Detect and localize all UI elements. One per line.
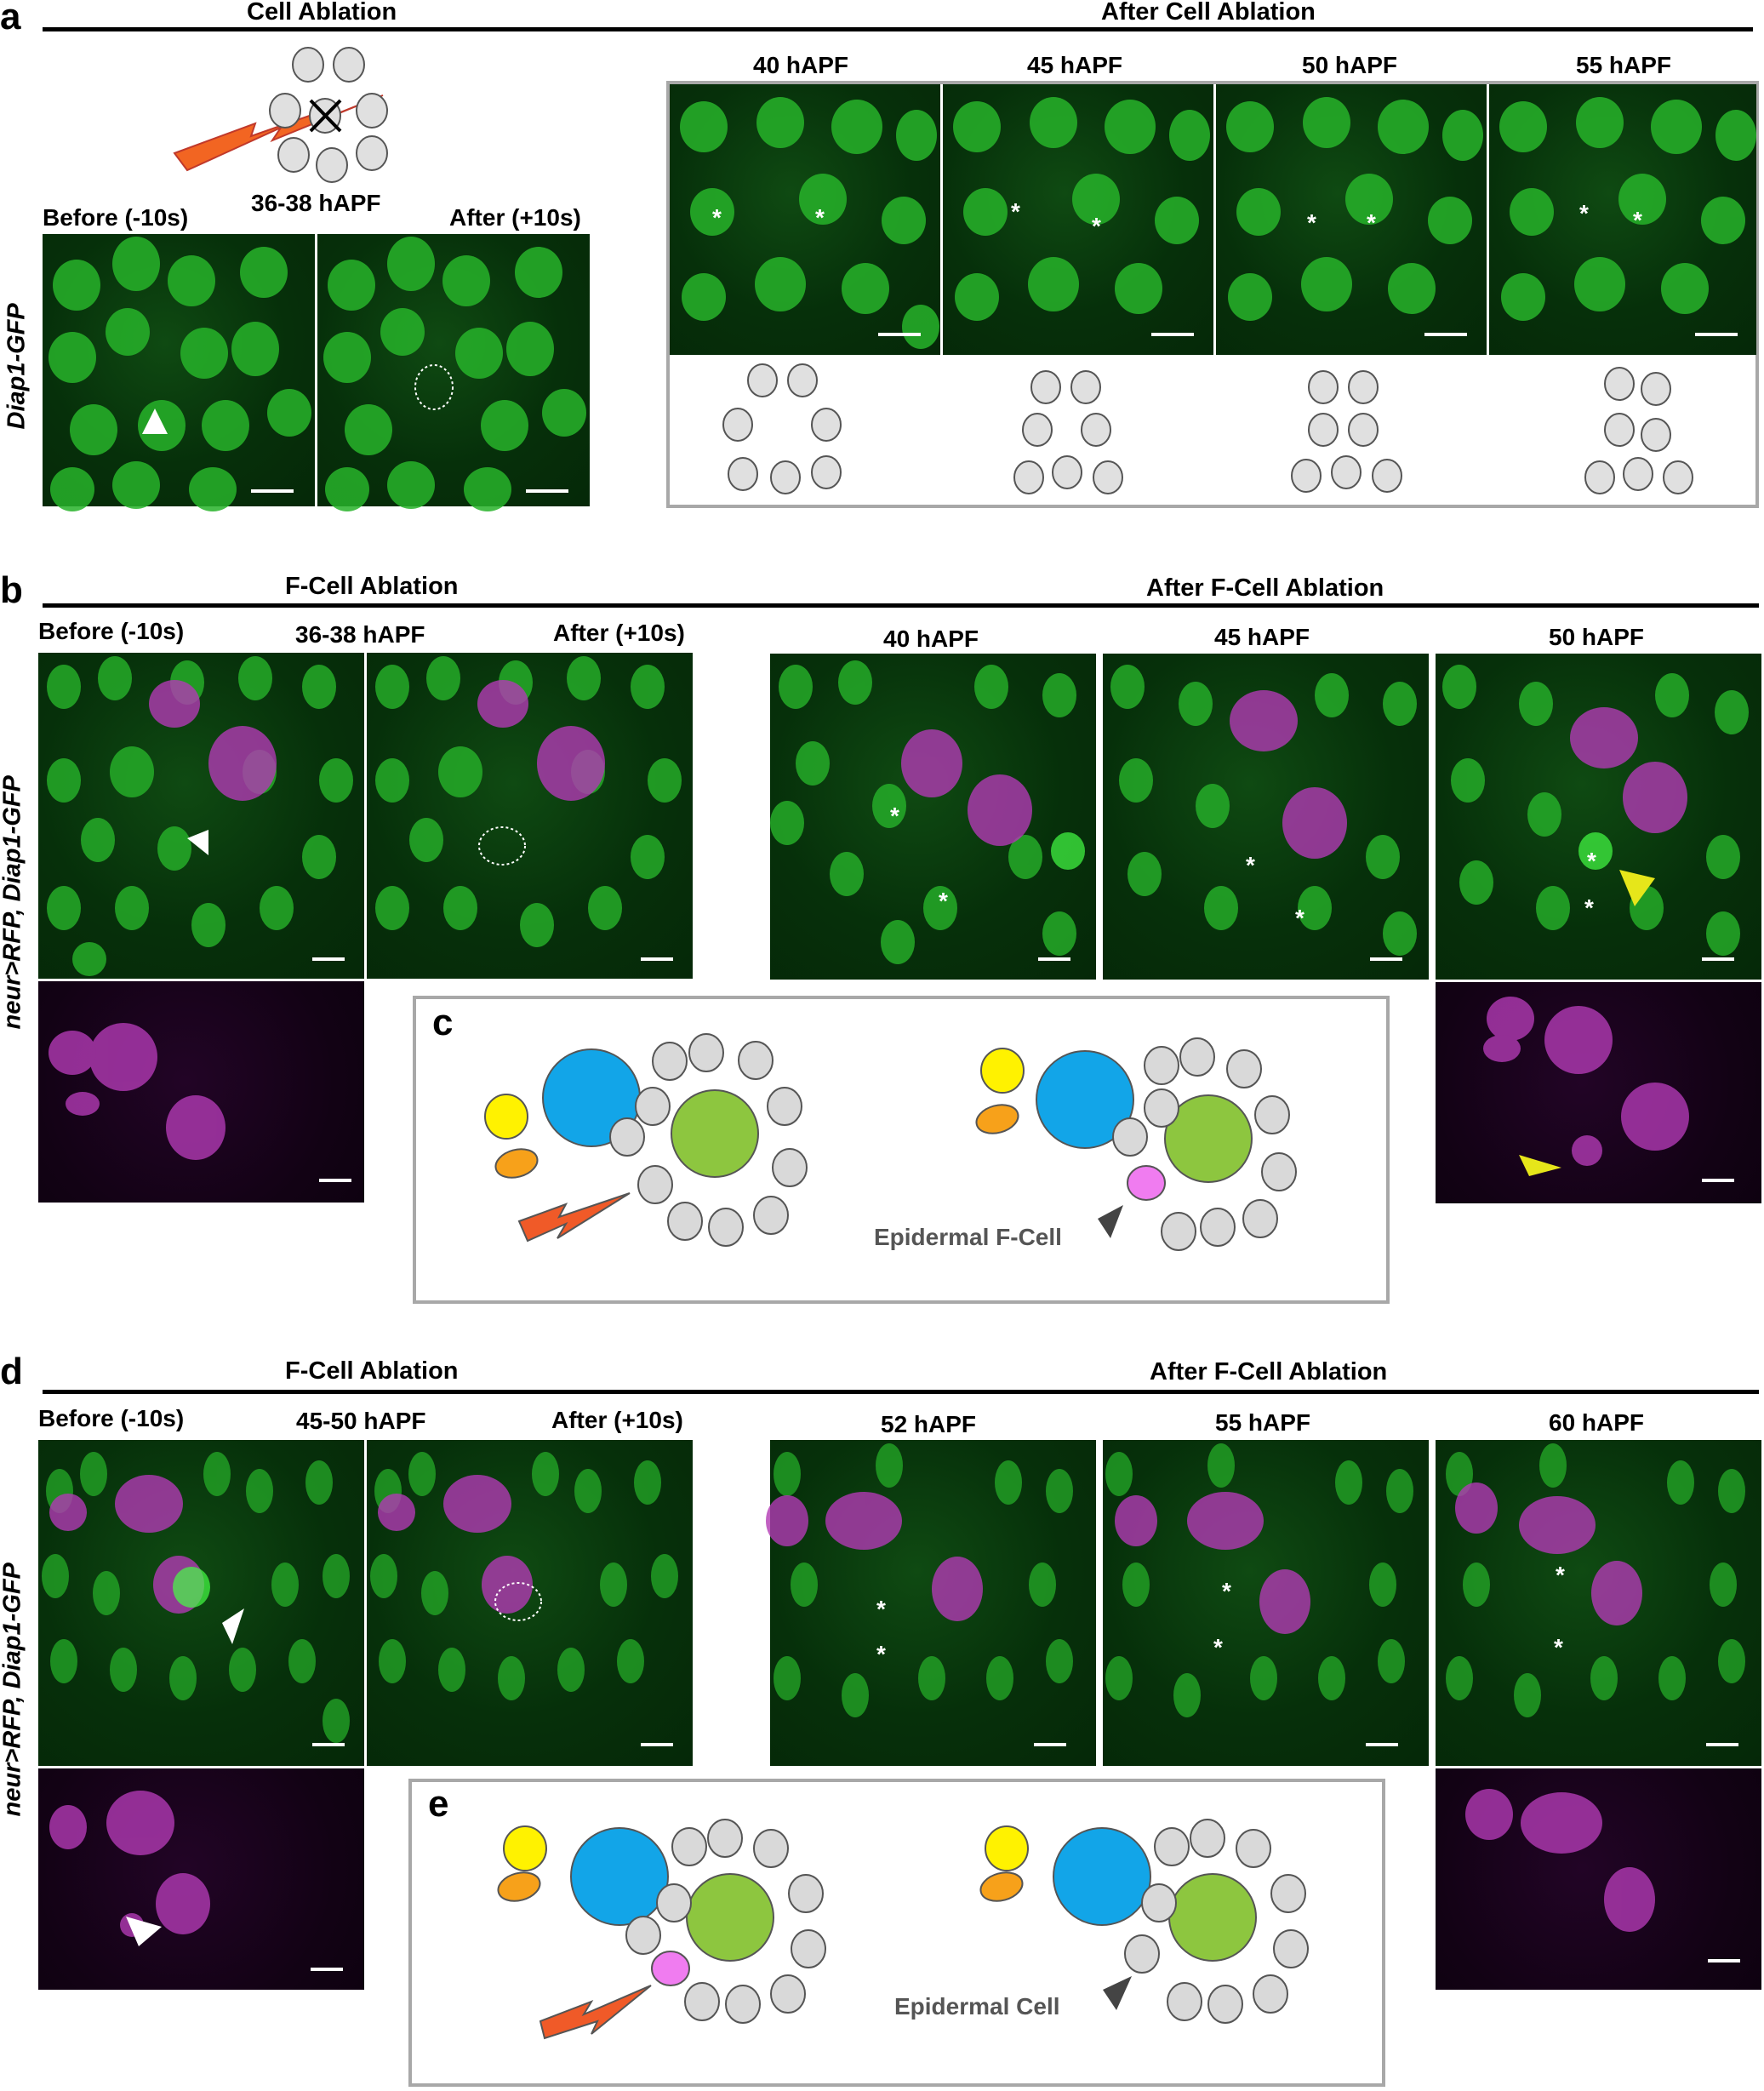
panel-c-diagram bbox=[484, 1033, 1297, 1251]
panel-b-rule bbox=[43, 603, 1759, 608]
panel-d-before: Before (-10s) bbox=[38, 1405, 185, 1431]
panel-a-before-nuclei bbox=[49, 237, 586, 511]
panel-a-marker-40b: * bbox=[815, 204, 825, 231]
panel-a-marker-40a: * bbox=[712, 204, 722, 231]
panel-b-marker-45a: * bbox=[1246, 852, 1255, 878]
panel-b-tp2: 45 hAPF bbox=[1214, 624, 1310, 650]
panel-d-rule bbox=[43, 1390, 1759, 1394]
panel-b-tp3: 50 hAPF bbox=[1549, 624, 1645, 650]
panel-a-marker-50b: * bbox=[1367, 209, 1376, 236]
panel-a-schematic-time: 36-38 hAPF bbox=[251, 190, 381, 216]
panel-b-title-left: F-Cell Ablation bbox=[285, 573, 459, 600]
panel-a-marker-50a: * bbox=[1307, 209, 1316, 236]
panel-a-timeseries-nuclei bbox=[680, 84, 1756, 494]
panel-b-marker-50a: * bbox=[1587, 848, 1596, 874]
panel-d-nuclei bbox=[42, 1443, 1745, 1971]
panel-d-tp3: 60 hAPF bbox=[1549, 1409, 1645, 1436]
panel-a-marker-45b: * bbox=[1092, 213, 1101, 239]
panel-d-marker-52a: * bbox=[876, 1596, 886, 1622]
panel-a-marker-55a: * bbox=[1579, 200, 1589, 226]
panel-a-letter: a bbox=[0, 0, 21, 37]
panel-b-marker-40a: * bbox=[890, 803, 899, 829]
panel-b-before: Before (-10s) bbox=[38, 618, 185, 644]
panel-c-letter: c bbox=[432, 1002, 454, 1043]
panel-a-marker-55b: * bbox=[1633, 207, 1642, 233]
panel-b-nuclei bbox=[47, 656, 1749, 1182]
panel-d-marker-55b: * bbox=[1213, 1634, 1223, 1660]
panel-e-letter: e bbox=[428, 1783, 449, 1825]
panel-b-marker-45b: * bbox=[1295, 905, 1304, 931]
panel-d-ylabel: neur>RFP, Diap1-GFP bbox=[0, 1563, 26, 1817]
panel-a-tp2: 45 hAPF bbox=[1027, 52, 1123, 78]
panel-b-time: 36-38 hAPF bbox=[295, 621, 425, 648]
panel-d-title-right: After F-Cell Ablation bbox=[1150, 1358, 1388, 1385]
panel-d-letter: d bbox=[0, 1351, 23, 1392]
panel-a-ylabel: Diap1-GFP bbox=[3, 303, 31, 430]
panel-b-tp1: 40 hAPF bbox=[883, 626, 979, 652]
panel-b-letter: b bbox=[0, 569, 23, 611]
panel-a-after-label: After (+10s) bbox=[449, 204, 581, 231]
panel-d-marker-60a: * bbox=[1556, 1562, 1565, 1588]
panel-e-label: Epidermal Cell bbox=[894, 1993, 1060, 2020]
panel-d-rfp-image bbox=[38, 1768, 364, 1990]
panel-d-after: After (+10s) bbox=[551, 1407, 683, 1433]
panel-a-marker-45a: * bbox=[1011, 198, 1020, 225]
panel-d-marker-60b: * bbox=[1554, 1634, 1563, 1660]
panel-a-ablation-schematic bbox=[173, 47, 388, 183]
panel-b-title-right: After F-Cell Ablation bbox=[1146, 574, 1384, 602]
panel-b-ylabel: neur>RFP, Diap1-GFP bbox=[0, 775, 26, 1030]
panel-a-before-label: Before (-10s) bbox=[43, 204, 189, 231]
panel-a-tp1: 40 hAPF bbox=[753, 52, 849, 78]
panel-d-tp1: 52 hAPF bbox=[881, 1411, 977, 1437]
panel-c-label: Epidermal F-Cell bbox=[874, 1224, 1062, 1250]
panel-d-marker-55a: * bbox=[1222, 1578, 1231, 1604]
panel-d-marker-52b: * bbox=[876, 1641, 886, 1667]
panel-d-title-left: F-Cell Ablation bbox=[285, 1357, 459, 1385]
panel-a-rule bbox=[43, 27, 1753, 31]
panel-b-marker-50b: * bbox=[1584, 894, 1594, 921]
panel-e-diagram bbox=[497, 1819, 1309, 2040]
panel-b-after: After (+10s) bbox=[553, 620, 685, 646]
panel-a-title-left: Cell Ablation bbox=[247, 0, 397, 26]
panel-b-rfp-image bbox=[38, 981, 364, 1203]
panel-a-title-right: After Cell Ablation bbox=[1101, 0, 1316, 26]
panel-b-marker-40b: * bbox=[939, 888, 948, 914]
panel-a-tp3: 50 hAPF bbox=[1302, 52, 1398, 78]
panel-a-tp4: 55 hAPF bbox=[1576, 52, 1672, 78]
panel-d-time: 45-50 hAPF bbox=[296, 1408, 426, 1434]
panel-d-tp2: 55 hAPF bbox=[1215, 1409, 1311, 1436]
